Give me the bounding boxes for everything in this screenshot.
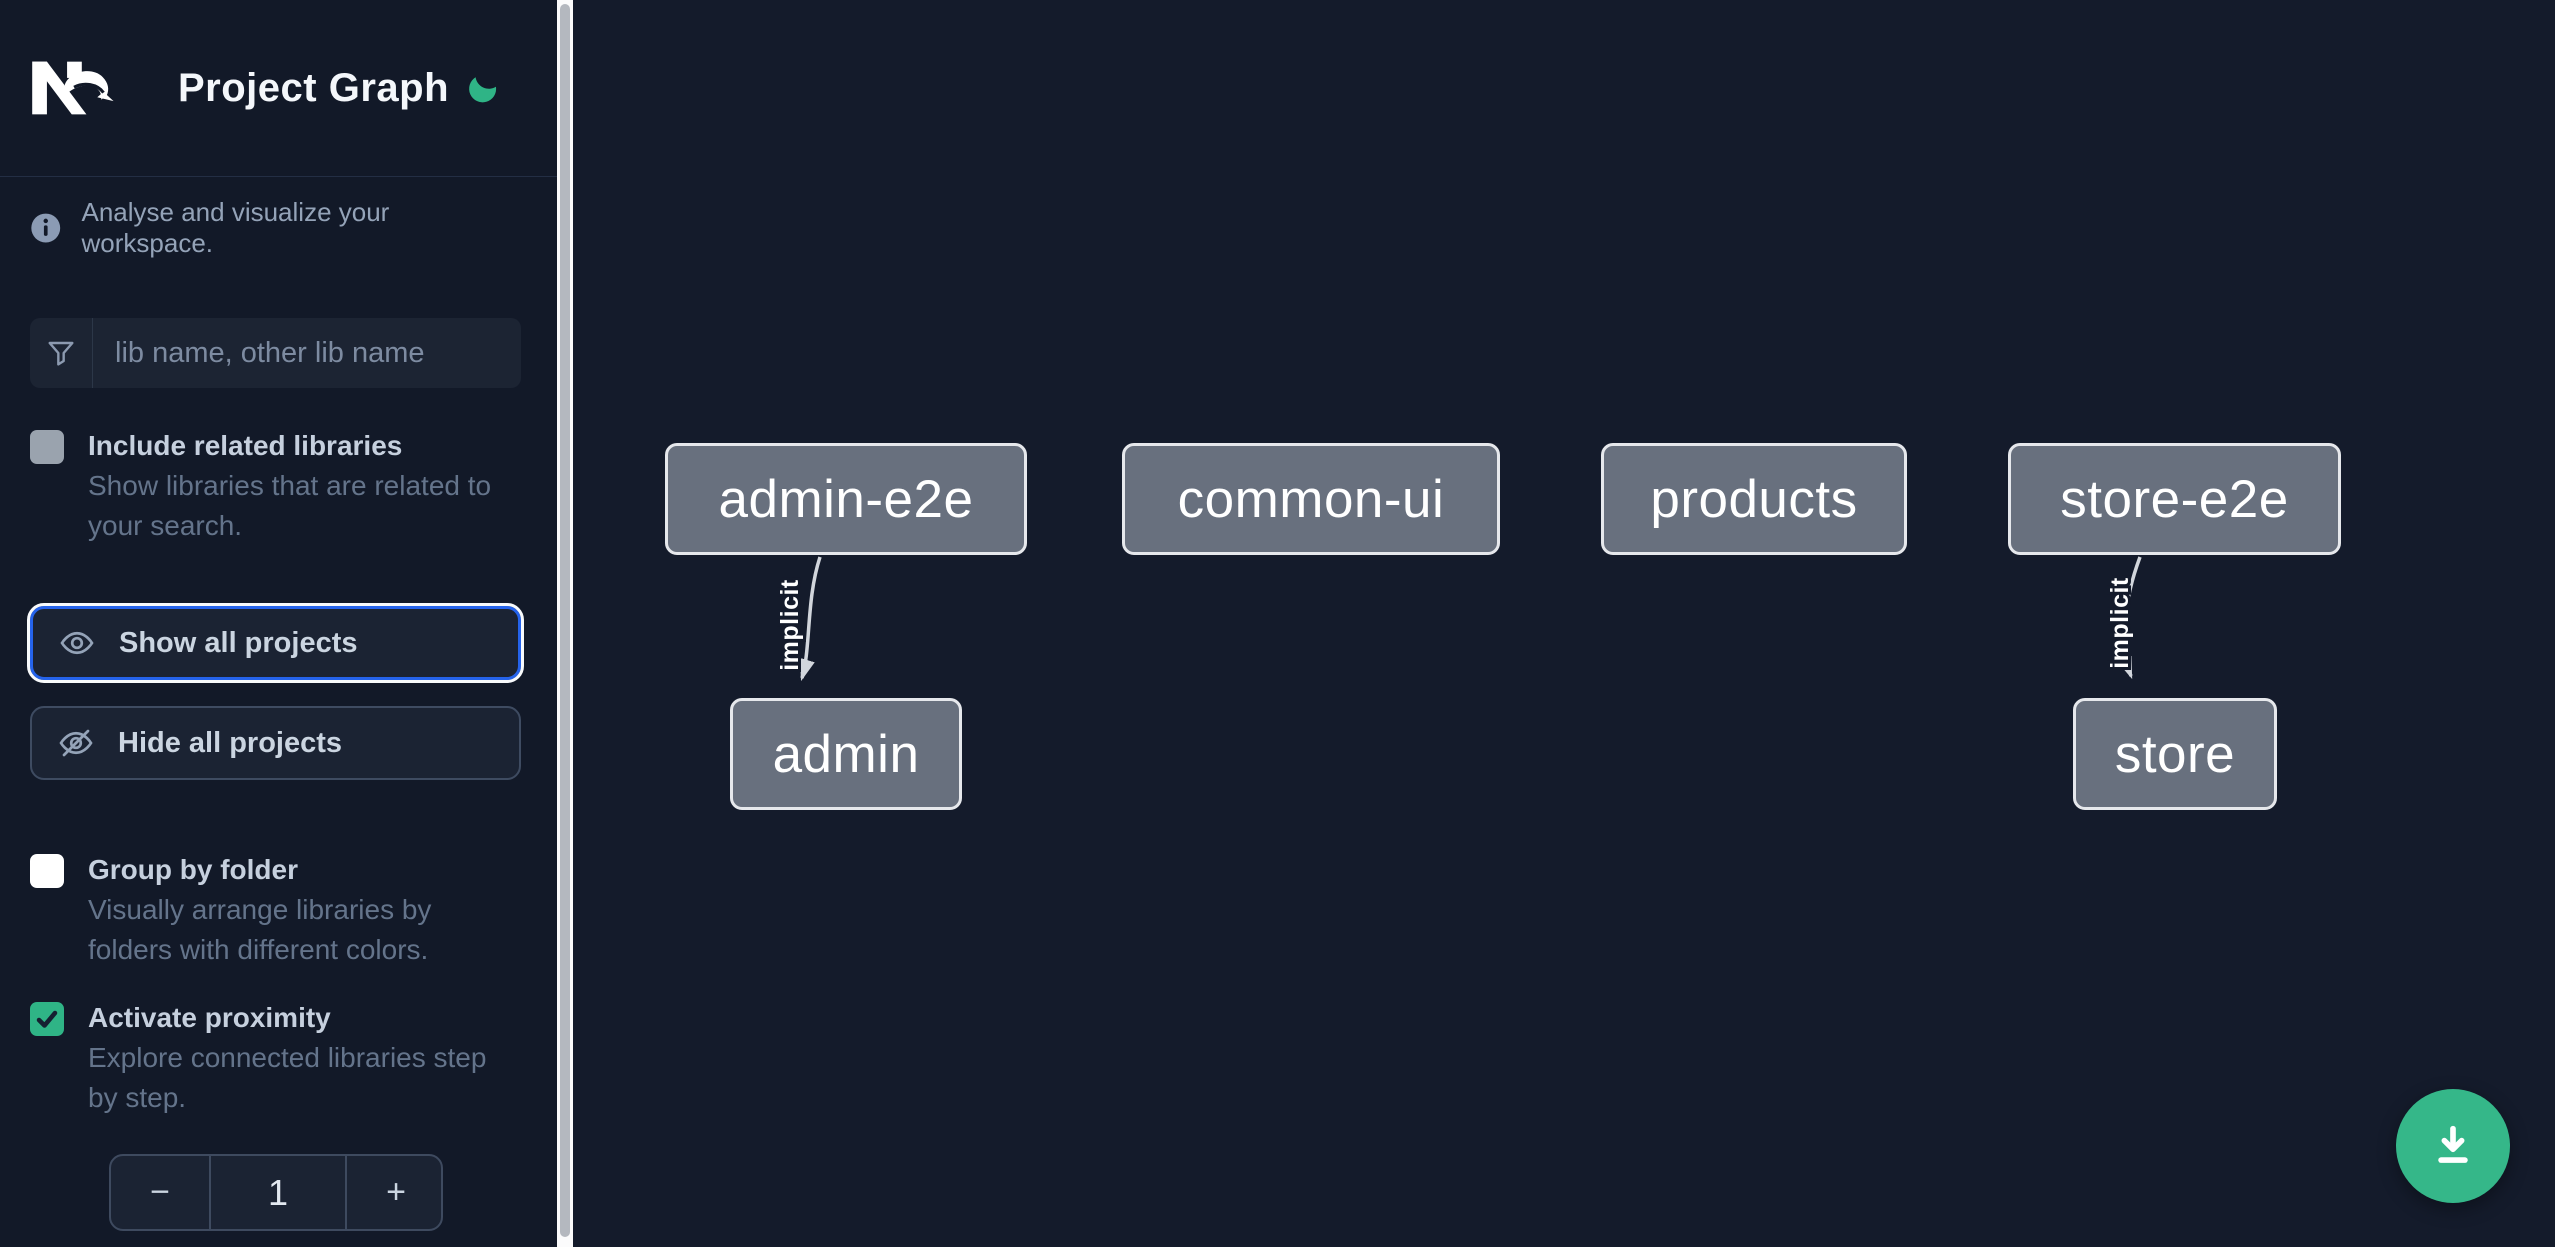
graph-edges: implicit implicit <box>773 556 2142 682</box>
hide-all-projects-button[interactable]: Hide all projects <box>30 706 521 780</box>
download-icon <box>2438 1125 2468 1163</box>
project-node-admin[interactable]: admin <box>730 698 962 810</box>
proximity-increment-button[interactable]: + <box>347 1156 441 1229</box>
edge-label-implicit: implicit <box>776 579 804 671</box>
edge-admin-e2e-to-admin <box>799 556 822 682</box>
eye-icon <box>60 631 94 655</box>
group-by-folder-description: Visually arrange libraries by folders wi… <box>88 894 432 965</box>
sidebar-scrollbar[interactable] <box>557 0 573 1247</box>
proximity-decrement-button[interactable]: − <box>111 1156 209 1229</box>
project-node-products[interactable]: products <box>1601 443 1907 555</box>
project-node-admin-e2e[interactable]: admin-e2e <box>665 443 1027 555</box>
search-box <box>30 318 521 388</box>
theme-toggle-button[interactable] <box>461 66 505 110</box>
eye-off-icon <box>59 729 93 757</box>
funnel-filter-icon <box>30 318 93 388</box>
sidebar-body: Analyse and visualize your workspace. In… <box>0 197 557 1231</box>
intro-text: Analyse and visualize your workspace. <box>81 197 390 258</box>
search-input[interactable] <box>93 318 521 388</box>
project-node-common-ui[interactable]: common-ui <box>1122 443 1500 555</box>
show-all-projects-button[interactable]: Show all projects <box>27 603 524 683</box>
intro-row: Analyse and visualize your workspace. <box>30 197 521 258</box>
sidebar-scrollbar-thumb[interactable] <box>560 4 570 1237</box>
edge-store-e2e-to-store <box>2117 556 2142 680</box>
project-node-store[interactable]: store <box>2073 698 2277 810</box>
activate-proximity-checkbox[interactable] <box>30 1002 64 1036</box>
show-all-projects-label: Show all projects <box>119 626 358 659</box>
option-activate-proximity: Activate proximity Explore connected lib… <box>30 998 521 1118</box>
hide-all-projects-label: Hide all projects <box>118 726 343 759</box>
proximity-value: 1 <box>209 1156 347 1229</box>
include-related-checkbox[interactable] <box>30 430 64 464</box>
moon-icon <box>469 77 497 103</box>
nx-logo-icon <box>32 61 114 115</box>
check-icon <box>36 1010 58 1028</box>
include-related-label: Include related libraries <box>88 430 403 461</box>
proximity-stepper: − 1 + <box>109 1154 443 1231</box>
graph-canvas[interactable]: implicit implicit admin-e2e common-ui pr… <box>573 0 2555 1247</box>
edge-label-implicit: implicit <box>2106 577 2134 669</box>
sidebar-header: Project Graph <box>0 0 557 177</box>
option-include-related: Include related libraries Show libraries… <box>30 426 521 546</box>
option-group-by-folder: Group by folder Visually arrange librari… <box>30 850 521 970</box>
sidebar: Project Graph Analyse and visualize your… <box>0 0 557 1247</box>
activate-proximity-description: Explore connected libraries step by step… <box>88 1042 487 1113</box>
page-title: Project Graph <box>178 65 450 110</box>
group-by-folder-checkbox[interactable] <box>30 854 64 888</box>
download-image-button[interactable] <box>2396 1089 2510 1203</box>
project-node-store-e2e[interactable]: store-e2e <box>2008 443 2341 555</box>
include-related-description: Show libraries that are related to your … <box>88 470 492 541</box>
activate-proximity-label: Activate proximity <box>88 1002 331 1033</box>
group-by-folder-label: Group by folder <box>88 854 298 885</box>
info-icon <box>31 213 61 243</box>
